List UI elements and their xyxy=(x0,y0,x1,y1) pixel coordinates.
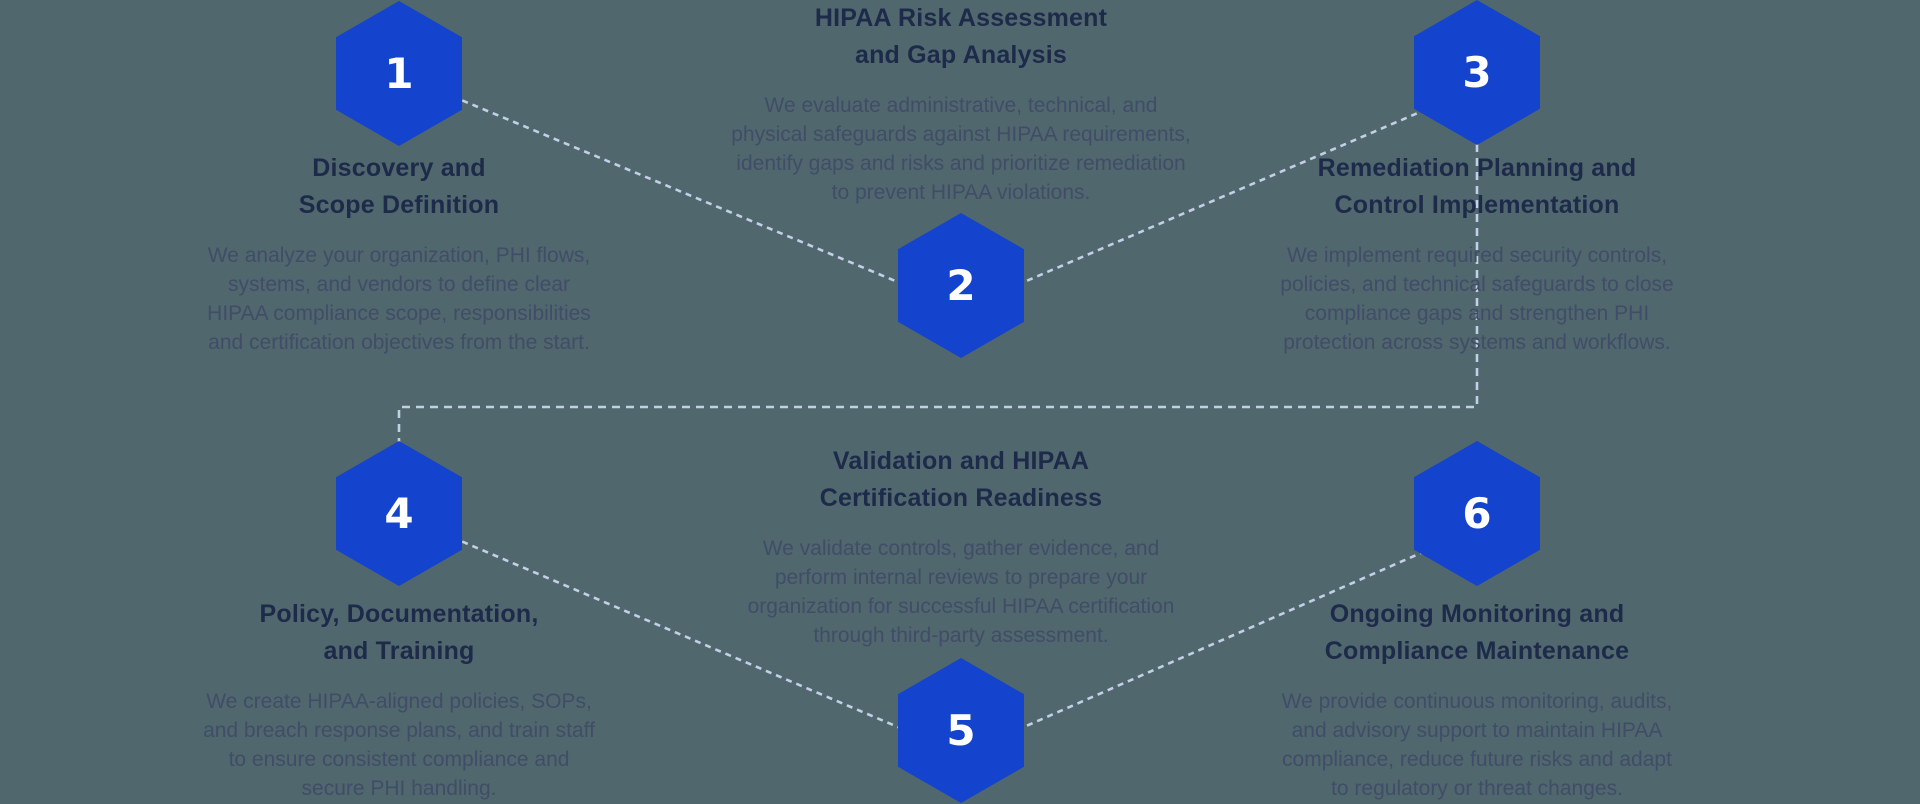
step-2-number: 2 xyxy=(946,261,976,310)
step-3-description: We implement required security controls,… xyxy=(1280,244,1674,354)
step-6-text: Ongoing Monitoring and Compliance Mainte… xyxy=(1197,596,1757,803)
step-2-text: HIPAA Risk Assessment and Gap Analysis W… xyxy=(681,0,1241,207)
step-1-title: Discovery and Scope Definition xyxy=(298,154,500,219)
step-2-description: We evaluate administrative, technical, a… xyxy=(731,94,1191,204)
step-2-title: HIPAA Risk Assessment and Gap Analysis xyxy=(814,4,1108,69)
step-5-text: Validation and HIPAA Certification Readi… xyxy=(681,443,1241,650)
step-1-description: We analyze your organization, PHI flows,… xyxy=(207,244,591,354)
step-4-text: Policy, Documentation, and Training We c… xyxy=(119,596,679,803)
connector-step5-step6 xyxy=(1016,533,1463,732)
step-5-number: 5 xyxy=(946,706,976,755)
step-1-number: 1 xyxy=(384,49,414,98)
step-4-title: Policy, Documentation, and Training xyxy=(259,600,539,665)
step-3-text: Remediation Planning and Control Impleme… xyxy=(1197,150,1757,357)
step-3-number: 3 xyxy=(1462,48,1492,97)
step-5-description: We validate controls, gather evidence, a… xyxy=(747,537,1175,647)
step-1-text: Discovery and Scope Definition We analyz… xyxy=(119,150,679,357)
step-4-number: 4 xyxy=(384,489,414,538)
connector-step1-step2 xyxy=(441,90,906,287)
connector-step2-step3 xyxy=(1016,92,1463,287)
step-3-title: Remediation Planning and Control Impleme… xyxy=(1317,154,1637,219)
step-6-title: Ongoing Monitoring and Compliance Mainte… xyxy=(1324,600,1630,665)
step-6-description: We provide continuous monitoring, audits… xyxy=(1281,690,1673,800)
step-6-number: 6 xyxy=(1462,489,1492,538)
connector-step4-step5 xyxy=(441,531,906,732)
step-4-description: We create HIPAA-aligned policies, SOPs, … xyxy=(203,690,595,800)
step-5-title: Validation and HIPAA Certification Readi… xyxy=(819,447,1103,512)
connector-step3-step4 xyxy=(397,144,1479,443)
step-5-hexagon: 5 xyxy=(898,658,1024,803)
